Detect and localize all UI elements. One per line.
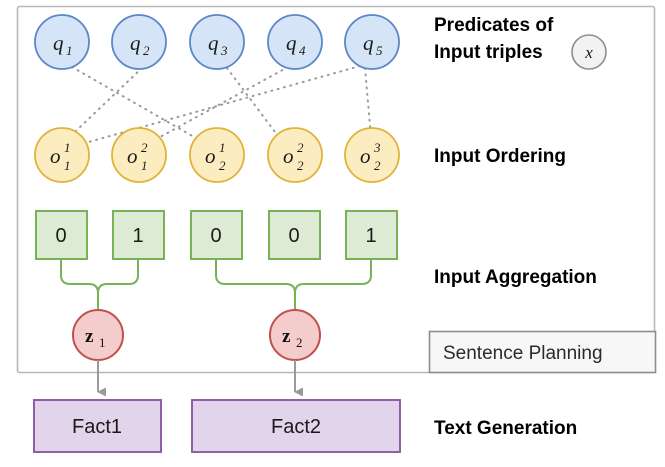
aggregation-braces (60, 259, 372, 310)
fact-box-2-label: Fact2 (271, 416, 321, 438)
stage-label-generation: Text Generation (434, 418, 577, 439)
node-o2-2-base: o (283, 144, 294, 168)
node-o2-1-sup: 1 (219, 140, 226, 155)
node-q1[interactable]: q 1 (34, 14, 90, 70)
node-q5-base: q (363, 31, 374, 55)
stage-label-predicates-line1: Predicates of (434, 15, 554, 36)
node-o2-1-sub: 2 (219, 158, 226, 173)
node-q3-sub: 3 (220, 43, 228, 58)
stage-label-predicates: Predicates of Input triples x (434, 15, 607, 70)
node-q2[interactable]: q 2 (111, 14, 167, 70)
aggregation-box-5[interactable]: 1 (345, 210, 398, 260)
node-o1-1-sub: 1 (64, 158, 71, 173)
node-q2-sub: 2 (143, 43, 150, 58)
node-q4-sub: 4 (299, 43, 306, 58)
node-o1-2[interactable]: o 2 1 (111, 127, 167, 183)
fact-box-2[interactable]: Fact2 (191, 399, 401, 453)
ordering-arrow-q4-to-o1-2 (140, 66, 289, 148)
node-o2-3-base: o (360, 144, 371, 168)
node-o1-2-sub: 1 (141, 158, 148, 173)
ordering-row: o 1 1 o 2 1 o 1 2 o 2 2 (34, 127, 400, 183)
node-q5-sub: 5 (376, 43, 383, 58)
node-q3-base: q (208, 31, 219, 55)
aggregation-box-4[interactable]: 0 (268, 210, 321, 260)
node-q2-base: q (130, 31, 141, 55)
node-o1-2-base: o (127, 144, 138, 168)
aggregation-box-2[interactable]: 1 (112, 210, 165, 260)
node-o1-1[interactable]: o 1 1 (34, 127, 90, 183)
node-z1-base: z (85, 326, 94, 347)
node-o2-2-sub: 2 (297, 158, 304, 173)
node-z2[interactable]: z 2 (269, 309, 321, 361)
sentence-planning-badge-label: Sentence Planning (443, 343, 603, 364)
node-q4[interactable]: q 4 (267, 14, 323, 70)
fact-box-1[interactable]: Fact1 (33, 399, 162, 453)
node-z1-sub: 1 (99, 335, 106, 350)
node-o1-1-sup: 1 (64, 140, 71, 155)
node-q3[interactable]: q 3 (189, 14, 245, 70)
variable-badge-x: x (571, 34, 607, 70)
brace-group-1 (60, 259, 139, 294)
aggregation-box-5-value: 1 (365, 225, 376, 247)
node-q1-base: q (53, 31, 64, 55)
node-o2-1-base: o (205, 144, 216, 168)
sentence-planning-container (16, 5, 656, 374)
node-o2-3-sub: 2 (374, 158, 381, 173)
predicates-row: q 1 q 2 q 3 q 4 q 5 (34, 14, 400, 70)
aggregation-box-2-value: 1 (132, 225, 143, 247)
sentence-planning-badge: Sentence Planning (428, 330, 657, 374)
stage-label-ordering: Input Ordering (434, 146, 566, 167)
node-o1-2-sup: 2 (141, 140, 148, 155)
variable-badge-x-label: x (584, 43, 593, 62)
node-q4-base: q (286, 31, 297, 55)
node-o2-3-sup: 3 (373, 140, 381, 155)
aggregation-row: 0 1 0 0 1 (35, 210, 398, 260)
node-q5[interactable]: q 5 (344, 14, 400, 70)
node-o2-1[interactable]: o 1 2 (189, 127, 245, 183)
stage-label-predicates-line2: Input triples (434, 42, 543, 63)
node-o1-1-base: o (50, 144, 61, 168)
ordering-arrow-q5b-to-o1 (60, 65, 361, 150)
node-o2-3[interactable]: o 3 2 (344, 127, 400, 183)
aggregation-box-3-value: 0 (210, 225, 221, 247)
aggregation-box-1-value: 0 (55, 225, 66, 247)
node-z2-base: z (282, 326, 291, 347)
node-z1[interactable]: z 1 (72, 309, 124, 361)
node-q1-sub: 1 (66, 43, 73, 58)
node-o2-2-sup: 2 (297, 140, 304, 155)
latent-row: z 1 z 2 (72, 309, 321, 361)
facts-row: Fact1 Fact2 (33, 399, 401, 453)
ordering-arrow-q1-to-o2-1 (71, 66, 215, 149)
stage-label-aggregation: Input Aggregation (434, 267, 597, 288)
generation-arrows (97, 360, 303, 397)
aggregation-box-3[interactable]: 0 (190, 210, 243, 260)
aggregation-box-1[interactable]: 0 (35, 210, 88, 260)
brace-group-2 (215, 259, 372, 294)
node-o2-2[interactable]: o 2 2 (267, 127, 323, 183)
node-z2-sub: 2 (296, 335, 303, 350)
fact-box-1-label: Fact1 (72, 416, 122, 438)
aggregation-box-4-value: 0 (288, 225, 299, 247)
